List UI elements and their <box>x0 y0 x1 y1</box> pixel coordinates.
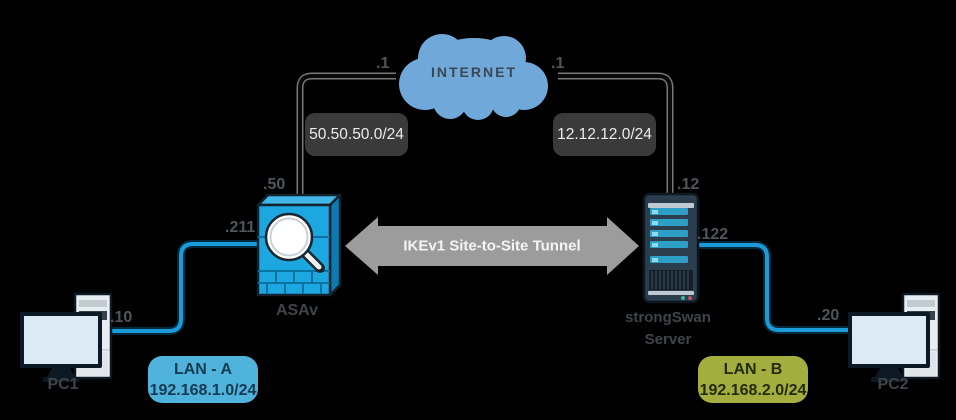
wan-subnet-left-text: 50.50.50.0/24 <box>309 125 404 143</box>
pc2-ip-label: .20 <box>817 307 840 324</box>
asav-inside-ip-label: .211 <box>225 219 256 236</box>
asav-name-label: ASAv <box>275 302 319 319</box>
strongswan-name-line2: Server <box>644 331 692 348</box>
strongswan-name-label: strongSwan Server <box>625 307 711 351</box>
pc2-icon <box>848 292 941 382</box>
wan-subnet-right-text: 12.12.12.0/24 <box>557 125 652 143</box>
strongswan-inside-ip-label: .122 <box>697 226 729 243</box>
lan-a-badge: LAN - A 192.168.1.0/24 <box>148 356 258 403</box>
pc1-ip-label: .10 <box>110 309 133 326</box>
pc1-name-label: PC1 <box>47 376 79 393</box>
asav-firewall-icon <box>256 193 342 297</box>
wan-subnet-badge-left: 50.50.50.0/24 <box>305 113 408 156</box>
strongswan-outside-ip-label: .12 <box>677 176 700 193</box>
server-led-green <box>681 296 685 300</box>
strongswan-name-line1: strongSwan <box>625 309 711 326</box>
tunnel-label: IKEv1 Site-to-Site Tunnel <box>403 237 581 255</box>
magnifier-icon <box>264 212 325 273</box>
lan-a-name: LAN - A <box>173 360 233 378</box>
strongswan-server-icon <box>642 192 700 304</box>
lan-b-badge: LAN - B 192.168.2.0/24 <box>698 356 808 403</box>
lan-link-left <box>98 240 262 335</box>
server-vent-grille <box>649 270 693 290</box>
cloud-left-ip-label: .1 <box>376 55 390 72</box>
wan-link-right <box>558 72 674 202</box>
wan-subnet-badge-right: 12.12.12.0/24 <box>553 113 656 156</box>
server-led-red <box>688 296 692 300</box>
internet-label: INTERNET <box>431 64 517 80</box>
internet-cloud-icon <box>399 34 548 120</box>
lan-a-subnet: 192.168.1.0/24 <box>149 381 257 399</box>
cloud-right-ip-label: .1 <box>551 55 565 72</box>
asav-outside-ip-label: .50 <box>263 176 286 193</box>
pc1-icon <box>20 292 113 382</box>
server-drive-bays <box>650 208 688 263</box>
lan-link-right <box>692 241 856 334</box>
wan-link-left <box>296 72 396 202</box>
pc2-name-label: PC2 <box>877 376 909 393</box>
lan-b-name: LAN - B <box>723 360 783 378</box>
lan-b-subnet: 192.168.2.0/24 <box>699 381 807 399</box>
